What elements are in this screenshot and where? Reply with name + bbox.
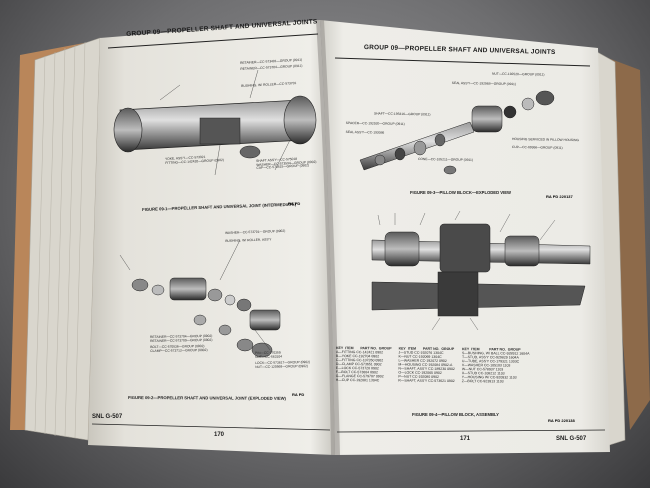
callout: SPACER—CC-192920—GROUP (0911) <box>345 120 405 126</box>
figure-09-3-caption: FIGURE 09-3—PILLOW BLOCK—EXPLODED VIEW <box>410 190 511 195</box>
parts-col-2: KEY ITEM PART NO. GROUP J—STUD CC-192076… <box>398 346 455 384</box>
table-row: H—CUP CC-192081 1304C <box>335 378 380 383</box>
callout: HOUSING SERVICED IN PILLOW HOUSING <box>511 137 580 143</box>
figure-09-1-drawing <box>113 69 317 176</box>
figure-09-3-ref: RA PD 220137 <box>546 194 573 199</box>
right-footer: SNL G-507 <box>556 436 587 442</box>
parts-table: KEY ITEM PART NO. GROUP A—FITTING CC-142… <box>336 346 536 384</box>
figure-09-2-ref: RA PD <box>292 392 305 397</box>
callout: SHAFT—CC-195416—GROUP (0911) <box>373 111 431 117</box>
right-page-number: 171 <box>460 436 471 442</box>
fig3-callouts-left: SHAFT—CC-195416—GROUP (0911) SPACER—CC-1… <box>345 111 431 136</box>
figure-09-3-drawing <box>359 90 555 175</box>
fig3-callouts-right: HOUSING SERVICED IN PILLOW HOUSING CUP—C… <box>511 137 580 150</box>
fig3-callouts-top: NUT—CC-192528—GROUP (0911) SEAL ASS'Y—CC… <box>452 72 545 86</box>
callout: RETAINER—CC-573704—GROUP (0911) <box>240 63 303 71</box>
fig2-callouts-right: PIN—CC-170359 NUT—CC-563104 LOCK—CC-5736… <box>255 351 310 369</box>
figure-09-1-ref: RA PD <box>288 201 301 206</box>
callout: NUT—CC-192528—GROUP (0911) <box>491 71 545 77</box>
figure-09-2-drawing <box>119 239 281 358</box>
callout: WASHER—CC-573701—GROUP (0902) <box>224 228 286 235</box>
spine-shadow <box>316 20 340 455</box>
figure-09-4-ref: RA PD 220138 <box>548 418 575 423</box>
fig1-callouts: RETAINER—CC-573401—GROUP (0911) RETAINER… <box>240 58 303 89</box>
left-page-stack <box>24 37 101 441</box>
figure-09-2-caption: FIGURE 09-2—PROPELLER SHAFT AND UNIVERSA… <box>127 395 286 401</box>
figure-09-4-drawing <box>371 210 591 331</box>
table-row: Z—BOLT CC-923913 1103 <box>461 379 504 384</box>
fig2-callouts: WASHER—CC-573701—GROUP (0902) BUSHING, W… <box>224 228 286 243</box>
callout: RETAINER—CC-573700—GROUP (0902) <box>150 337 213 343</box>
fig2-callouts-lower: RETAINER—CC-573704—GROUP (0902) RETAINER… <box>150 334 213 354</box>
table-row: R—SHAFT, ASS'Y CC-573621 0902 <box>398 378 455 384</box>
left-footer: SNL G-507 <box>92 414 123 420</box>
parts-col-3: KEY ITEM PART NO. GROUP S—BUSHING, W/ BA… <box>461 347 530 384</box>
figure-09-4-caption: FIGURE 09-4—PILLOW BLOCK, ASSEMBLY <box>412 412 499 417</box>
parts-col-1: KEY ITEM PART NO. GROUP A—FITTING CC-142… <box>336 346 392 383</box>
left-page-stack-lines <box>34 41 86 439</box>
left-page-number: 170 <box>214 432 225 438</box>
callout: NUT—CC-563104 <box>255 354 283 359</box>
